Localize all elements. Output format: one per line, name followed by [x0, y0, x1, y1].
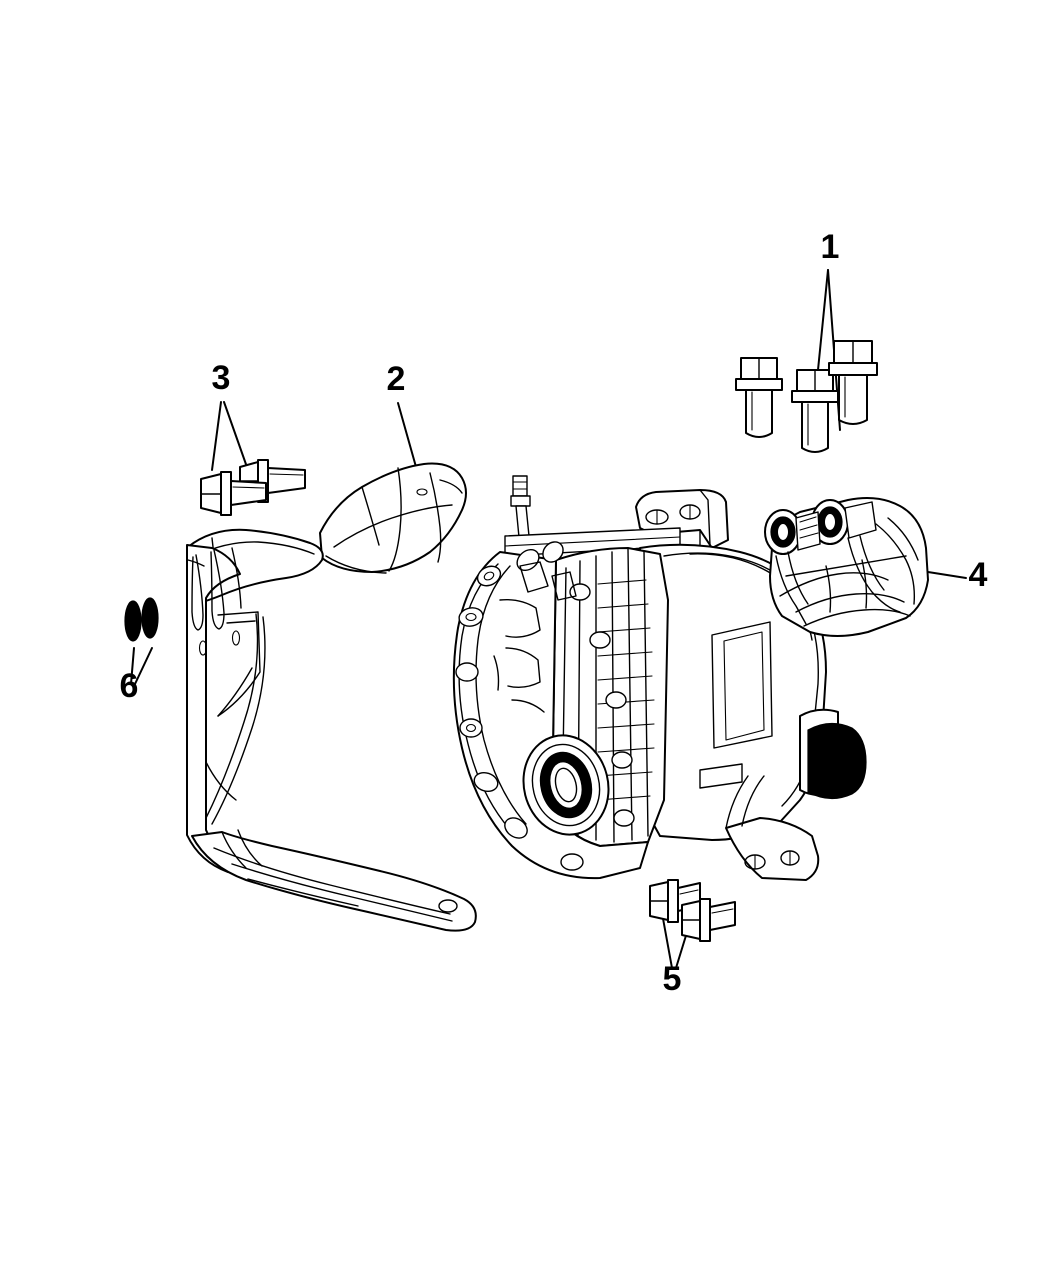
- bolt-1-right: [828, 340, 878, 425]
- bolt-5-lower: [681, 898, 736, 942]
- housing-lower-foot: [725, 817, 820, 881]
- callout-number-5[interactable]: 5: [663, 960, 682, 998]
- bushing-right: [811, 499, 849, 545]
- callout-number-3[interactable]: 3: [212, 359, 231, 397]
- power-transfer-unit-housing: [452, 475, 867, 881]
- output-shaft-stub: [799, 708, 867, 800]
- housing-top-mounting-ear: [635, 489, 729, 549]
- housing-id-pad: [711, 621, 773, 749]
- part-group-1-bolts: [735, 269, 878, 453]
- leader-line-6a: [130, 647, 135, 685]
- bracket-foot: [191, 831, 477, 932]
- bolt-1-middle: [791, 369, 839, 453]
- callout-number-4[interactable]: 4: [969, 556, 988, 594]
- flange-bolt-bosses: [455, 541, 635, 871]
- bolt-3-front: [200, 471, 267, 516]
- dowel-pin-left: [124, 600, 142, 642]
- callout-number-1[interactable]: 1: [821, 228, 840, 266]
- leader-line-3b: [223, 401, 249, 471]
- cover-fin-ribs: [597, 579, 655, 801]
- leader-line-4: [927, 571, 967, 579]
- housing-bellhousing-flange: [452, 551, 649, 880]
- part-group-4-mount-bracket: [764, 497, 967, 637]
- leader-line-6b: [134, 647, 153, 685]
- part-group-6-dowel-pins: [124, 597, 159, 685]
- bolt-1-left: [735, 357, 783, 438]
- leader-line-3a: [211, 401, 222, 471]
- part-group-3-bolts: [200, 401, 306, 516]
- part-group-2-support-bracket: [186, 402, 477, 932]
- part-group-5-bolts: [649, 879, 736, 969]
- housing-left-detail-ribs: [493, 561, 577, 713]
- callout-number-2[interactable]: 2: [387, 360, 406, 398]
- bushing-left: [764, 509, 802, 555]
- leader-line-2: [397, 402, 419, 475]
- callout-numbers: 1 2 3 4 5 6: [120, 228, 988, 998]
- callout-number-6[interactable]: 6: [120, 667, 139, 705]
- housing-side-boss: [699, 763, 743, 789]
- front-output-bore: [522, 734, 610, 836]
